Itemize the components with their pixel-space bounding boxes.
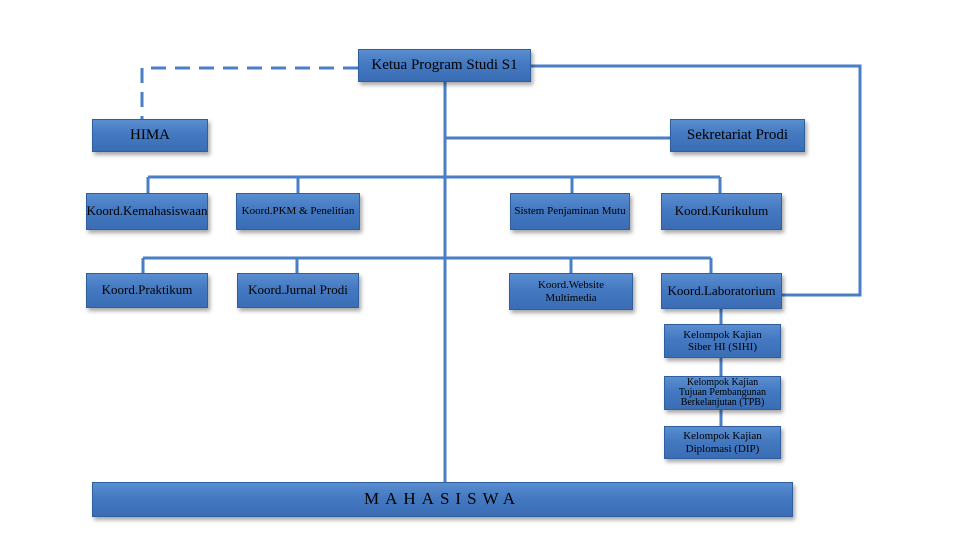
- sekretariat-label: Sekretariat Prodi: [686, 127, 789, 144]
- website-label-line2: Multimedia: [545, 291, 597, 304]
- kajian-dip-line1: Kelompok Kajian: [683, 430, 762, 443]
- laboratorium-loop-link: [531, 64, 862, 297]
- laboratorium-label: Koord.Laboratorium: [667, 282, 776, 298]
- praktikum-box: Koord.Praktikum: [86, 273, 208, 308]
- kajian-tpb-line1: Kelompok Kajian: [686, 377, 759, 388]
- kajian-sihi-line2: Siber HI (SIHI): [687, 341, 758, 353]
- website-box: Koord.Website Multimedia: [509, 273, 633, 310]
- pkm-label: Koord.PKM & Penelitian: [241, 205, 355, 218]
- praktikum-label: Koord.Praktikum: [101, 282, 193, 298]
- hima-dashed-link: [140, 66, 358, 119]
- kemahasiswaan-label: Koord.Kemahasiswaan: [86, 203, 208, 219]
- kajian-sihi-box: Kelompok Kajian Siber HI (SIHI): [664, 324, 781, 358]
- kajian-tpb-box: Kelompok Kajian Tujuan Pembangunan Berke…: [664, 376, 781, 410]
- kurikulum-label: Koord.Kurikulum: [674, 203, 769, 219]
- kajian-dip-box: Kelompok Kajian Diplomasi (DIP): [664, 426, 781, 459]
- kajian-sihi-line1: Kelompok Kajian: [683, 328, 762, 341]
- website-label-line1: Koord.Website: [537, 279, 605, 292]
- kemahasiswaan-box: Koord.Kemahasiswaan: [86, 193, 208, 230]
- hima-label: HIMA: [130, 127, 170, 144]
- jurnal-box: Koord.Jurnal Prodi: [237, 273, 359, 308]
- spm-box: Sistem Penjaminan Mutu: [510, 193, 630, 230]
- laboratorium-box: Koord.Laboratorium: [661, 273, 782, 309]
- kajian-dip-line2: Diplomasi (DIP): [685, 442, 760, 455]
- kajian-tpb-line2: Tujuan Pembangunan: [678, 387, 767, 398]
- ketua-label: Ketua Program Studi S1: [371, 57, 518, 74]
- jurnal-label: Koord.Jurnal Prodi: [248, 282, 348, 298]
- mahasiswa-box: MAHASISWA: [92, 482, 793, 517]
- ketua-box: Ketua Program Studi S1: [358, 49, 531, 82]
- sekretariat-box: Sekretariat Prodi: [670, 119, 805, 152]
- hima-box: HIMA: [92, 119, 208, 152]
- mahasiswa-label: MAHASISWA: [364, 489, 521, 509]
- spm-label: Sistem Penjaminan Mutu: [514, 205, 626, 218]
- kajian-tpb-line3: Berkelanjutan (TPB): [680, 397, 765, 408]
- kurikulum-box: Koord.Kurikulum: [661, 193, 782, 230]
- pkm-box: Koord.PKM & Penelitian: [236, 193, 360, 230]
